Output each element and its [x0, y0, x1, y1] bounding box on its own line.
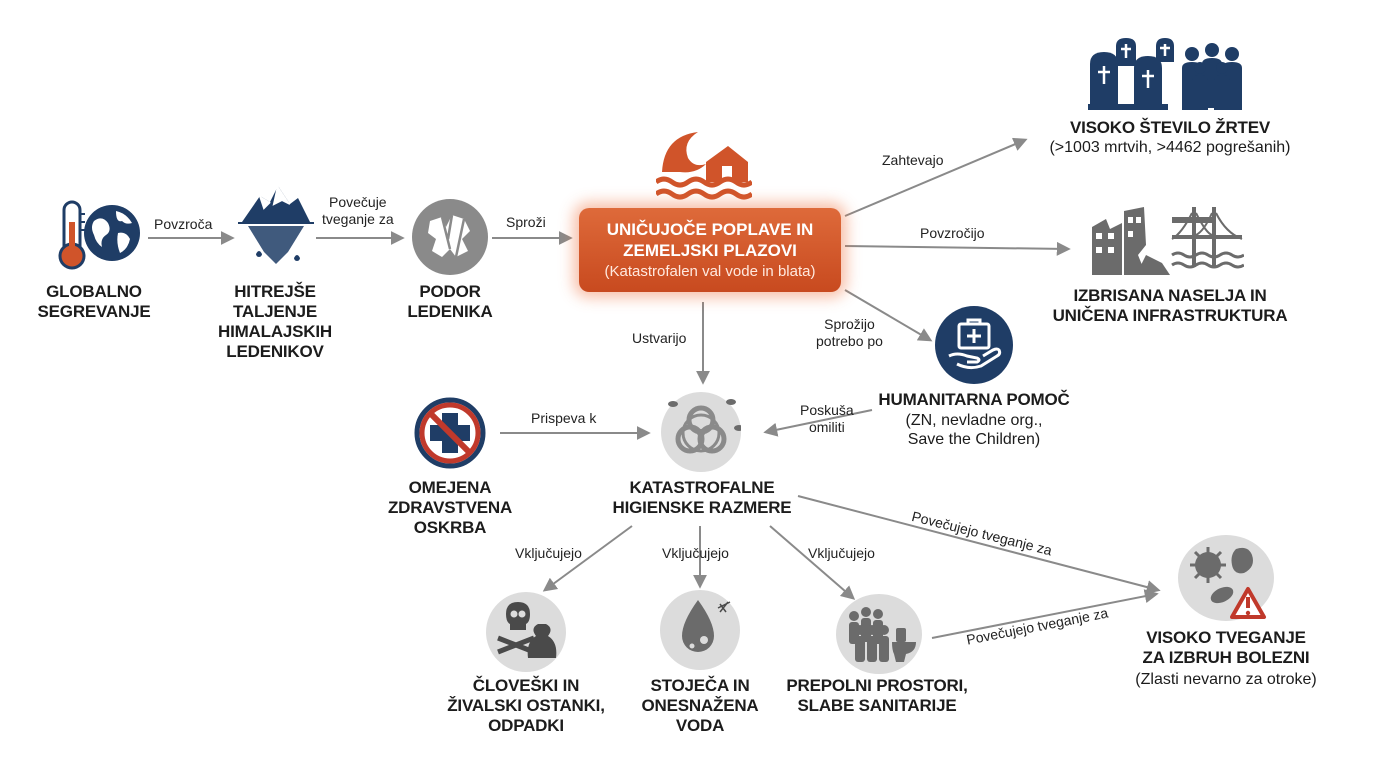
edge-label-contributes: Prispeva k — [531, 410, 597, 426]
node-healthcare: OMEJENA ZDRAVSTVENA OSKRBA — [387, 478, 513, 537]
aid-box-hand-icon — [935, 306, 1013, 384]
arrow-risk-2 — [931, 589, 1159, 639]
edge-label-triggered-need: Sprožijo potrebo po — [816, 316, 883, 349]
iceberg-icon — [238, 182, 314, 273]
floods-title: UNIČUJOČE POPLAVE IN ZEMELJSKI PLAZOVI — [606, 220, 814, 260]
edge-label-caused: Povzročijo — [920, 225, 985, 241]
flood-house-icon — [654, 124, 754, 209]
arrow-caused — [844, 241, 1071, 256]
thermometer-icon — [54, 200, 90, 277]
edge-label-causes: Povzroča — [154, 216, 213, 232]
node-destroyed: IZBRISANA NASELJA IN UNIČENA INFRASTRUKT… — [1052, 286, 1288, 325]
node-global-warming: GLOBALNO SEGREVANJE — [37, 282, 151, 321]
globe-icon — [82, 203, 142, 268]
edge-label-increases-risk: Povečuje tveganje za — [322, 194, 394, 227]
node-disease: VISOKO TVEGANJE ZA IZBRUH BOLEZNI — [1142, 628, 1310, 667]
arrow-include-1 — [542, 525, 633, 592]
water-drop-icon — [660, 590, 740, 670]
graves-people-icon — [1088, 38, 1248, 115]
node-aid: HUMANITARNA POMOČ — [878, 390, 1070, 409]
virus-warning-icon — [1178, 535, 1274, 621]
biohazard-icon — [661, 392, 744, 472]
arrow-mitigate — [763, 409, 873, 437]
floods-subtitle: (Katastrofalen val vode in blata) — [604, 263, 816, 280]
arrow-demand — [844, 137, 1028, 217]
node-remains: ČLOVEŠKI IN ŽIVALSKI OSTANKI, ODPADKI — [447, 676, 605, 735]
arrow-include-3 — [769, 525, 856, 600]
crowd-toilet-icon — [836, 594, 922, 674]
node-water: STOJEČA IN ONESNAŽENA VODA — [641, 676, 759, 735]
glacier-rock-icon — [412, 199, 488, 275]
aid-subtitle: (ZN, nevladne org., Save the Children) — [905, 412, 1043, 448]
no-medical-icon — [412, 395, 488, 476]
disease-subtitle: (Zlasti nevarno za otroke) — [1135, 671, 1317, 688]
node-casualties: VISOKO ŠTEVILO ŽRTEV — [1069, 118, 1271, 137]
node-floods: UNIČUJOČE POPLAVE IN ZEMELJSKI PLAZOVI (… — [579, 208, 841, 292]
edge-label-triggers: Sproži — [506, 214, 546, 230]
edge-label-include-1: Vključujejo — [515, 545, 582, 561]
edge-label-demand: Zahtevajo — [882, 152, 944, 168]
destroyed-city-icon — [1088, 205, 1245, 282]
edge-label-creates: Ustvarijo — [632, 330, 687, 346]
node-glacier-collapse: PODOR LEDENIKA — [407, 282, 493, 321]
edge-label-include-3: Vključujejo — [808, 545, 875, 561]
node-crowded: PREPOLNI PROSTORI, SLABE SANITARIJE — [786, 676, 968, 715]
casualties-subtitle: (>1003 mrtvih, >4462 pogrešanih) — [1049, 139, 1291, 156]
arrow-risk-1 — [797, 495, 1161, 594]
node-glacier-melt: HITREJŠE TALJENJE HIMALAJSKIH LEDENIKOV — [218, 282, 332, 361]
arrow-triggered-need — [844, 289, 933, 342]
edge-label-include-2: Vključujejo — [662, 545, 729, 561]
skull-trash-icon — [486, 592, 566, 672]
edge-label-mitigate: Poskuša omiliti — [800, 402, 854, 435]
node-hygiene: KATASTROFALNE HIGIENSKE RAZMERE — [612, 478, 792, 517]
